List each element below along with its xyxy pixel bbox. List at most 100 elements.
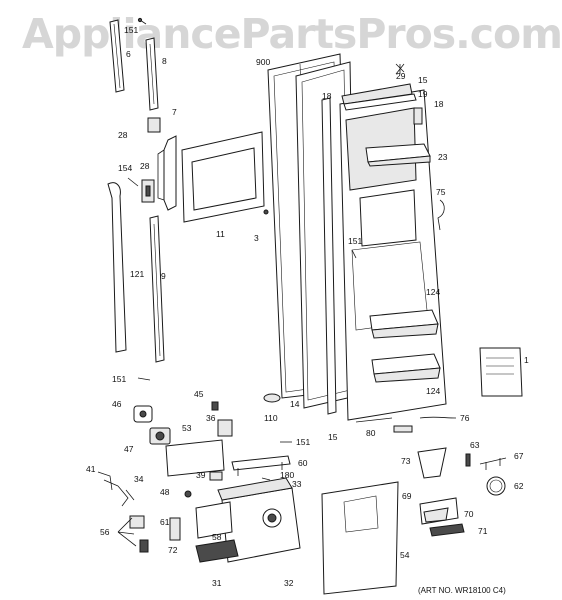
callout-151b: 151 xyxy=(348,236,363,246)
callout-48: 48 xyxy=(160,487,170,497)
part-23-bin xyxy=(365,143,431,167)
part-46-switch xyxy=(133,405,153,423)
callout-8: 8 xyxy=(162,56,167,66)
part-60-actuator xyxy=(231,455,291,476)
callout-67: 67 xyxy=(514,451,524,461)
callout-3: 3 xyxy=(254,233,259,243)
callout-19: 19 xyxy=(418,89,428,99)
callout-7: 7 xyxy=(172,107,177,117)
callout-39: 39 xyxy=(196,470,206,480)
callout-32: 32 xyxy=(284,578,294,588)
part-71-link xyxy=(429,523,465,537)
part-121-trim xyxy=(107,182,127,353)
callout-18b: 18 xyxy=(434,99,444,109)
part-18-clip xyxy=(413,107,423,125)
callout-15b: 15 xyxy=(328,432,338,442)
callout-73: 73 xyxy=(401,456,411,466)
part-19-bar xyxy=(343,93,417,111)
part-124-bin-lower xyxy=(371,353,441,383)
callout-11: 11 xyxy=(216,229,225,239)
part-72-valve xyxy=(169,517,181,541)
callout-53: 53 xyxy=(182,423,192,433)
part-18-strip-left xyxy=(321,97,337,415)
callout-60: 60 xyxy=(298,458,308,468)
callout-28a: 28 xyxy=(118,130,128,140)
callout-33: 33 xyxy=(292,479,302,489)
callout-46: 46 xyxy=(112,399,122,409)
part-151-screw-top xyxy=(137,17,147,25)
callout-75: 75 xyxy=(436,187,446,197)
part-75-tube xyxy=(437,199,445,231)
callout-28b: 28 xyxy=(140,161,150,171)
callout-56: 56 xyxy=(100,527,110,537)
callout-71: 71 xyxy=(478,526,488,536)
callout-121: 121 xyxy=(130,269,145,279)
part-41-bracket xyxy=(97,471,119,491)
callout-47: 47 xyxy=(124,444,134,454)
part-29-fastener xyxy=(395,63,405,75)
callout-900: 900 xyxy=(256,57,271,67)
part-45-clip xyxy=(211,401,219,411)
callout-124b: 124 xyxy=(426,386,441,396)
callout-58: 58 xyxy=(212,532,222,542)
part-124-bin-upper xyxy=(369,309,439,339)
callout-76: 76 xyxy=(460,413,470,423)
callout-31: 31 xyxy=(212,578,222,588)
callout-18a: 18 xyxy=(322,91,332,101)
part-54-cover xyxy=(321,481,399,595)
callout-61: 61 xyxy=(160,517,170,527)
callout-151c: 151 xyxy=(112,374,127,384)
part-67-bracket xyxy=(479,457,507,470)
callout-36: 36 xyxy=(206,413,216,423)
part-110-cap xyxy=(263,393,281,403)
callout-63: 63 xyxy=(470,440,480,450)
part-8-hinge-strip xyxy=(145,37,159,111)
part-61-valve xyxy=(129,515,145,529)
callout-110: 110 xyxy=(264,413,278,423)
callout-62: 62 xyxy=(514,481,524,491)
part-7-handle xyxy=(157,135,177,211)
callout-1: 1 xyxy=(524,355,529,365)
part-48-grommet xyxy=(184,490,192,498)
part-6-trim xyxy=(109,19,125,93)
part-47-knob xyxy=(149,427,171,445)
part-62-ring xyxy=(486,476,506,496)
part-11-frame xyxy=(181,131,265,223)
callout-70: 70 xyxy=(464,509,474,519)
callout-151d: 151 xyxy=(296,437,311,447)
part-69-70-mechanism xyxy=(419,497,459,525)
part-58-module xyxy=(195,501,233,539)
part-28-hinge-upper xyxy=(147,117,161,133)
part-15-strip-bottom xyxy=(355,417,393,423)
callout-29: 29 xyxy=(396,71,406,81)
part-dispenser-motor-housing xyxy=(217,477,301,563)
part-154-screw xyxy=(127,177,139,187)
part-28-hinge-lower xyxy=(141,179,155,203)
part-9-strip xyxy=(149,215,165,363)
part-151-screw-liner xyxy=(351,249,357,259)
callout-151a: 151 xyxy=(124,25,139,35)
callout-180: 180 xyxy=(280,470,295,480)
callout-14: 14 xyxy=(290,399,300,409)
part-3-bushing xyxy=(263,209,269,215)
part-56-fittings xyxy=(117,517,149,553)
part-80-bracket xyxy=(393,425,413,433)
door-liner xyxy=(339,89,447,421)
part-53-panel xyxy=(165,439,225,477)
callout-72: 72 xyxy=(168,545,178,555)
callout-9: 9 xyxy=(161,271,166,281)
callout-69: 69 xyxy=(402,491,412,501)
part-73-chute xyxy=(417,447,447,479)
callout-154: 154 xyxy=(118,163,133,173)
callout-23: 23 xyxy=(438,152,448,162)
part-63-switch xyxy=(465,453,471,467)
part-31-tray xyxy=(195,539,239,563)
callout-34: 34 xyxy=(134,474,144,484)
part-151-screw-low xyxy=(137,377,151,381)
part-34-harness xyxy=(117,485,135,507)
part-180-screw xyxy=(261,477,271,481)
callout-80: 80 xyxy=(366,428,376,438)
callout-54: 54 xyxy=(400,550,410,560)
